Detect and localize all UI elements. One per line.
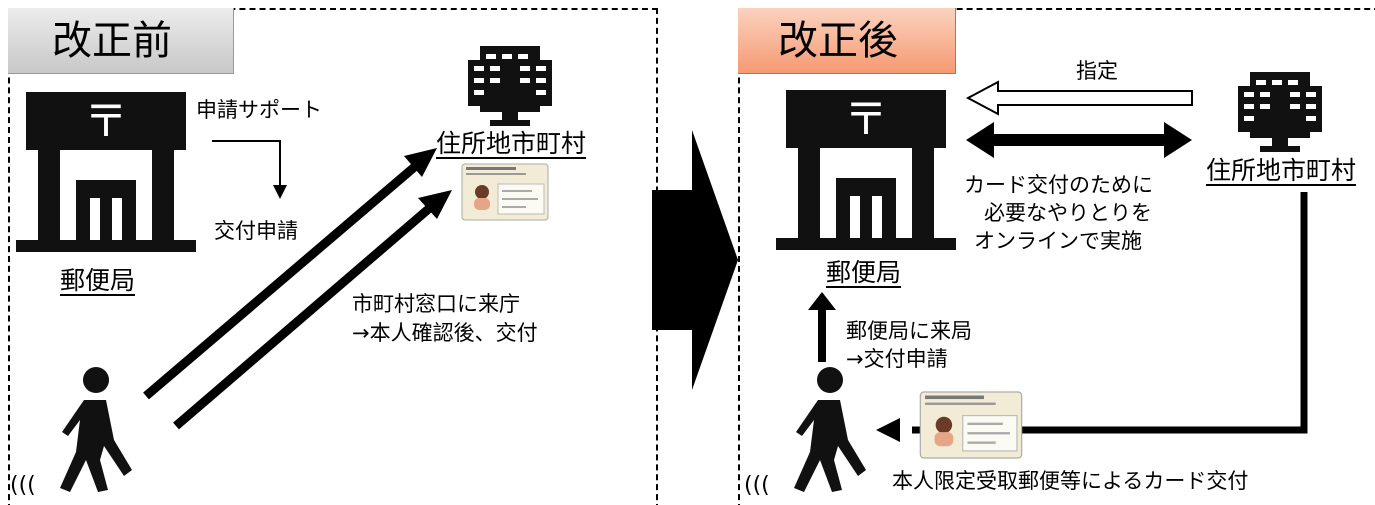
post-office-label-after: 郵便局 <box>826 258 902 287</box>
online-text-3: オンラインで実施 <box>974 229 1142 253</box>
visit-up-arrow <box>808 292 836 362</box>
visit-text-1: 郵便局に来局 <box>846 319 972 343</box>
walking-person-icon-after: ((( <box>744 367 866 498</box>
city-hall-icon-after <box>1238 72 1322 152</box>
svg-text:〒: 〒 <box>844 94 888 145</box>
post-office-icon-after: 〒 <box>776 90 956 250</box>
support-arrow <box>212 140 287 199</box>
id-card-icon-after <box>919 391 1023 459</box>
post-office-icon: 〒 <box>16 92 196 252</box>
walking-person-icon: ((( <box>10 367 132 498</box>
post-office-label: 郵便局 <box>60 266 136 295</box>
online-text-1: カード交付のために <box>964 173 1153 197</box>
transition-arrow <box>652 130 738 390</box>
svg-text:(((: ((( <box>10 473 36 498</box>
delivery-text: 本人限定受取郵便等によるカード交付 <box>892 469 1249 493</box>
apply-label: 交付申請 <box>214 219 298 243</box>
svg-text:〒: 〒 <box>84 96 128 147</box>
online-text-2: 必要なやりとりを <box>984 201 1152 225</box>
window-text-2: →本人確認後、交付 <box>352 321 538 345</box>
delivery-route <box>876 192 1308 442</box>
after-tag: 改正後 <box>738 8 956 74</box>
designate-label: 指定 <box>1076 59 1118 83</box>
svg-text:(((: ((( <box>744 473 770 498</box>
exchange-arrows <box>965 80 1193 158</box>
visit-text-2: →交付申請 <box>846 347 948 371</box>
window-text-1: 市町村窓口に来庁 <box>352 292 520 316</box>
after-panel <box>738 8 1375 505</box>
before-tag: 改正前 <box>8 8 234 74</box>
support-label: 申請サポート <box>196 98 322 122</box>
visit-arrows <box>143 148 452 430</box>
municipality-label-after: 住所地市町村 <box>1206 156 1357 185</box>
municipality-label: 住所地市町村 <box>436 129 587 158</box>
id-card-icon <box>461 163 549 221</box>
city-hall-icon <box>468 46 552 126</box>
